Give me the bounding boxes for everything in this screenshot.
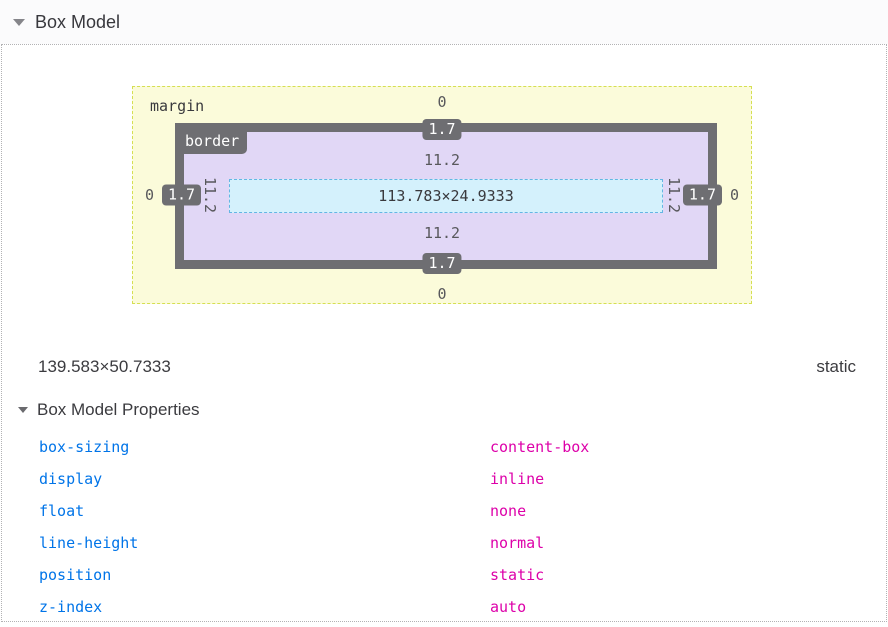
property-value: content-box	[490, 438, 590, 456]
element-position: static	[816, 357, 856, 376]
border-top-value[interactable]: 1.7	[422, 119, 462, 140]
collapse-arrow-icon[interactable]	[13, 18, 25, 26]
property-value: normal	[490, 534, 545, 552]
margin-label: margin	[150, 97, 205, 115]
property-name: float	[39, 502, 85, 520]
content-region[interactable]: 113.783×24.9333	[229, 179, 663, 213]
property-name: z-index	[39, 598, 103, 616]
element-dimensions: 139.583×50.7333	[38, 357, 171, 376]
collapse-arrow-icon[interactable]	[18, 407, 28, 413]
property-row: float none	[2, 495, 886, 527]
border-bottom-value[interactable]: 1.7	[422, 253, 462, 274]
border-right-value[interactable]: 1.7	[682, 184, 722, 206]
margin-left-value[interactable]: 0	[145, 186, 155, 204]
property-row: box-sizing content-box	[2, 431, 886, 463]
property-name: position	[39, 566, 112, 584]
property-row: line-height normal	[2, 527, 886, 559]
padding-bottom-value[interactable]: 11.2	[423, 224, 461, 242]
border-label: border	[177, 131, 248, 154]
box-model-panel-body: margin padding border 113.783×24.9333 0 …	[1, 44, 887, 622]
margin-region[interactable]: margin padding border 113.783×24.9333 0 …	[132, 86, 752, 304]
property-row: position static	[2, 559, 886, 591]
properties-list: box-sizing content-box display inline fl…	[2, 431, 886, 623]
section-title: Box Model	[35, 11, 121, 32]
box-model-properties-header[interactable]: Box Model Properties	[18, 397, 200, 423]
properties-title: Box Model Properties	[37, 400, 200, 419]
property-row: z-index auto	[2, 591, 886, 623]
content-dimensions[interactable]: 113.783×24.9333	[378, 187, 514, 205]
margin-bottom-value[interactable]: 0	[437, 285, 447, 303]
padding-top-value[interactable]: 11.2	[423, 151, 461, 169]
element-summary: 139.583×50.7333 static	[38, 357, 856, 377]
property-name: line-height	[39, 534, 139, 552]
property-name: box-sizing	[39, 438, 130, 456]
property-row: display inline	[2, 463, 886, 495]
property-value: auto	[490, 598, 527, 616]
property-name: display	[39, 470, 103, 488]
property-value: static	[490, 566, 545, 584]
padding-left-value[interactable]: 11.2	[201, 176, 219, 214]
property-value: inline	[490, 470, 545, 488]
border-left-value[interactable]: 1.7	[162, 184, 202, 206]
box-model-section-header[interactable]: Box Model	[0, 0, 888, 44]
margin-top-value[interactable]: 0	[437, 93, 447, 111]
padding-right-value[interactable]: 11.2	[665, 176, 683, 214]
margin-right-value[interactable]: 0	[729, 186, 739, 204]
property-value: none	[490, 502, 527, 520]
border-region[interactable]: 113.783×24.9333	[175, 123, 717, 269]
